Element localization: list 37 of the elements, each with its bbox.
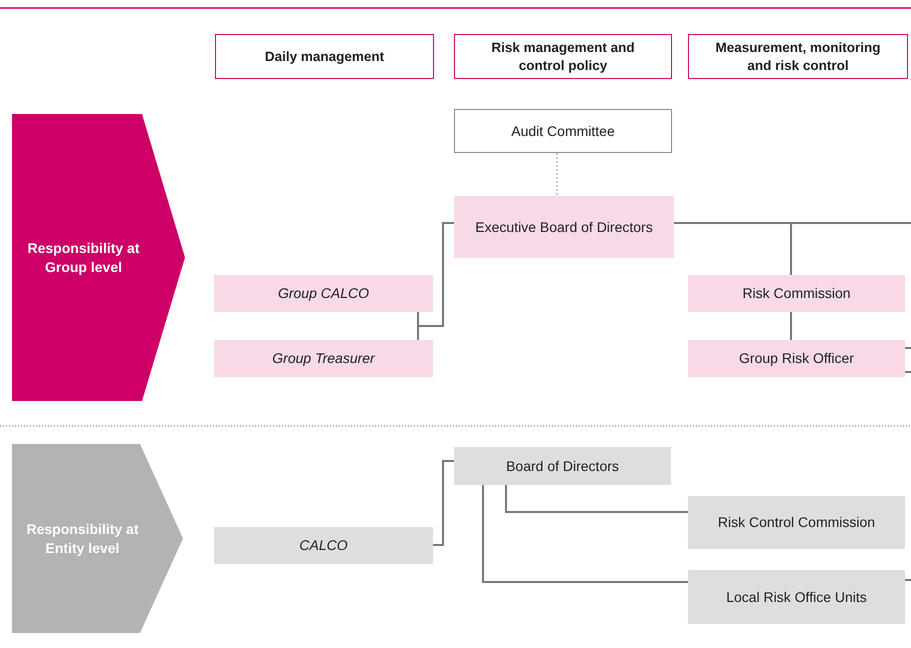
connector-line — [905, 371, 911, 373]
level-label: Responsibility at Entity level — [25, 520, 140, 557]
level-label: Responsibility at Group level — [26, 239, 141, 276]
org-unit-box — [454, 447, 671, 485]
org-unit-box — [688, 496, 905, 549]
column-header-box — [215, 34, 434, 79]
unit-label: Measurement, monitoring and risk control — [714, 38, 882, 74]
column-header-box — [454, 34, 672, 79]
org-unit-box — [214, 527, 433, 564]
org-unit-box — [214, 340, 433, 377]
unit-label: Risk management and control policy — [490, 38, 636, 74]
connector-line — [905, 579, 911, 581]
committee-box — [454, 109, 672, 153]
unit-label: Executive Board of Directors — [474, 218, 654, 236]
unit-label: Risk Commission — [741, 284, 852, 303]
connector-line — [482, 485, 688, 583]
connector-line — [433, 460, 454, 546]
connector-line — [505, 485, 688, 513]
connector-line — [790, 312, 792, 340]
org-unit-box — [688, 570, 905, 624]
org-unit-box — [454, 196, 674, 258]
unit-label: Risk Control Commission — [716, 513, 876, 532]
unit-label: Group CALCO — [276, 284, 370, 303]
unit-label: Board of Directors — [505, 456, 620, 476]
unit-label: Audit Committee — [510, 122, 616, 140]
connector-line — [674, 222, 911, 224]
org-unit-box — [214, 275, 433, 312]
unit-label: Group Treasurer — [271, 349, 376, 368]
connector-line — [905, 347, 911, 349]
org-unit-box — [688, 340, 905, 377]
unit-label: Daily management — [264, 48, 386, 66]
unit-label: Group Risk Officer — [738, 349, 855, 368]
unit-label: CALCO — [298, 536, 349, 555]
org-unit-box — [688, 275, 905, 312]
unit-label: Local Risk Office Units — [725, 588, 868, 606]
dotted-connector — [556, 153, 558, 196]
column-header-box — [688, 34, 908, 79]
